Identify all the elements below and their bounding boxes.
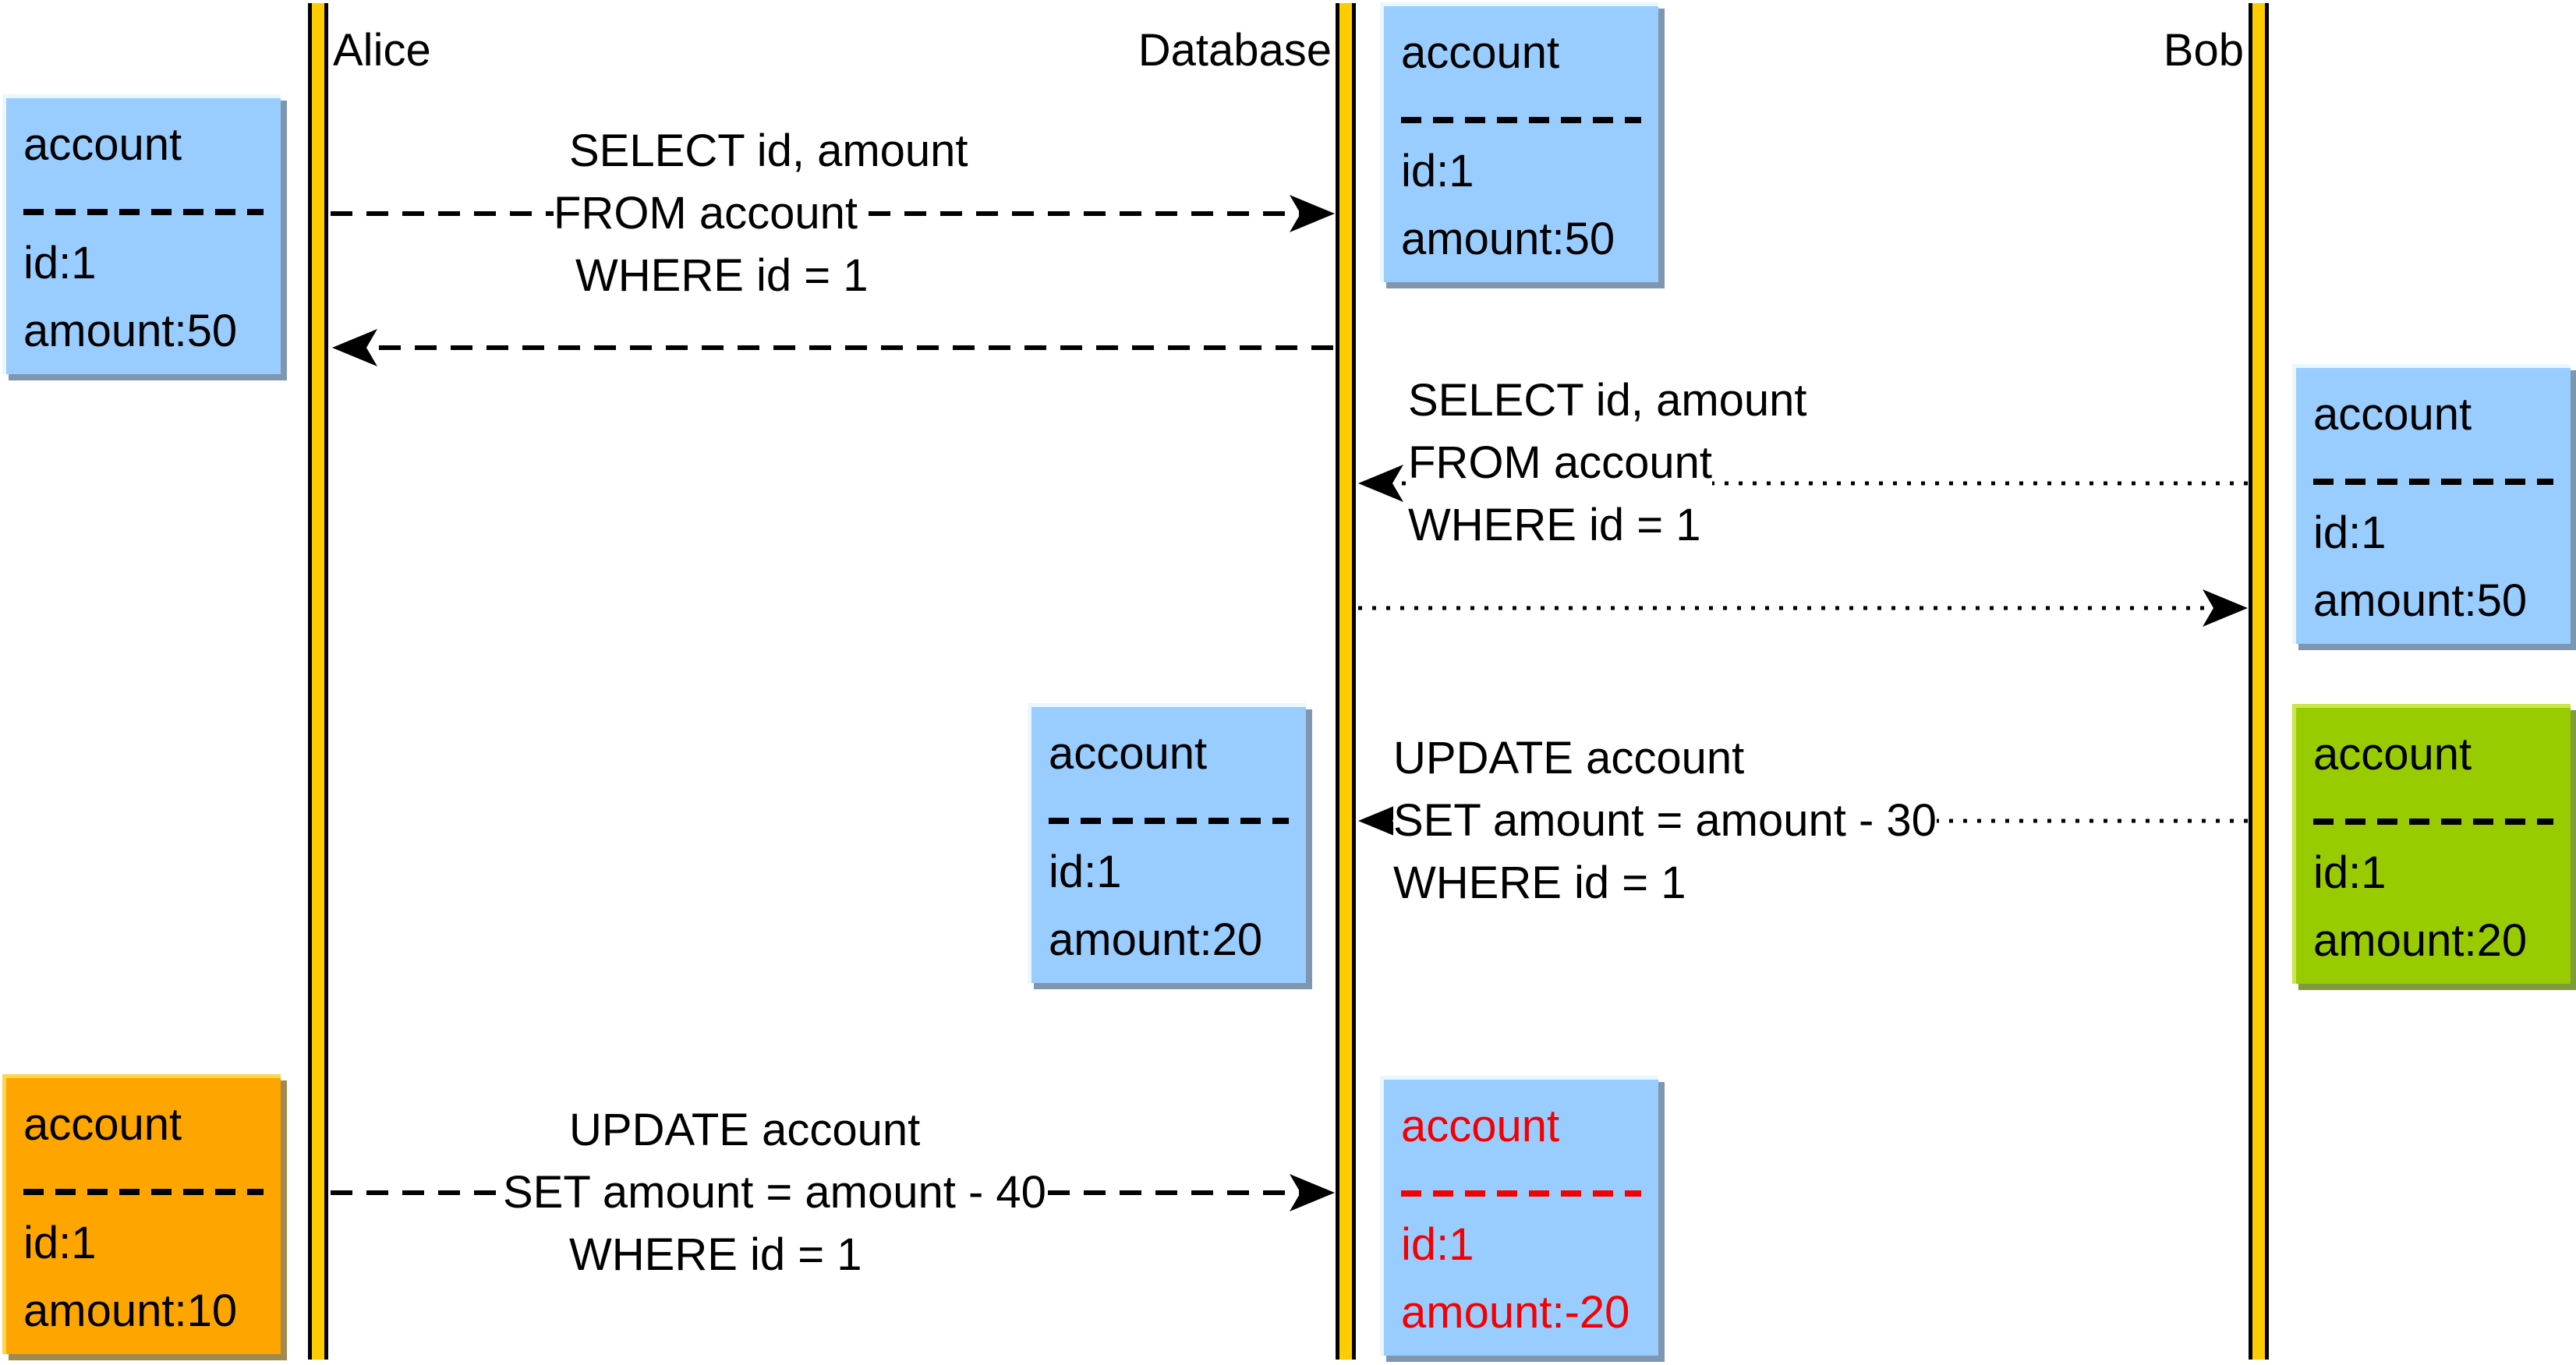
state-box-id-row: id:1 [1401,146,1474,196]
state-box-db-initial: account id:1 amount:50 [1380,2,1658,282]
state-box-divider [1401,1190,1641,1197]
state-box-amount-row: amount:50 [2313,575,2528,626]
message-bob-select: SELECT id, amount FROM account WHERE id … [1408,370,1807,557]
state-box-bob-after-update: account id:1 amount:20 [2292,704,2571,984]
arrow-bob-select [1358,465,2248,502]
arrow-db-reply-alice [332,329,1333,366]
state-box-id-row: id:1 [2313,507,2387,558]
message-line: SELECT id, amount [1408,370,1807,432]
state-box-amount-row: amount:-20 [1401,1287,1630,1338]
state-box-divider [23,1189,264,1195]
state-box-title: account [2313,729,2472,780]
arrow-bob-update [1358,802,2248,840]
message-line: FROM account [554,182,858,245]
state-box-id-row: id:1 [1401,1219,1474,1270]
lifeline-bob [2249,3,2269,1360]
state-box-alice-initial: account id:1 amount:50 [2,94,281,374]
state-box-divider [23,209,264,215]
message-line: FROM account [1408,432,1712,494]
state-box-id-row: id:1 [23,238,97,288]
state-box-db-after-bob: account id:1 amount:20 [1028,703,1306,983]
message-line: WHERE id = 1 [1393,852,1686,914]
message-bob-update: UPDATE account SET amount = amount - 30 … [1393,727,1937,914]
lifeline-alice [308,3,328,1360]
state-box-divider [1401,117,1641,123]
message-line: UPDATE account [1393,727,1745,790]
arrow-db-reply-bob [1358,589,2248,627]
state-box-db-final: account id:1 amount:-20 [1380,1076,1658,1356]
message-line: SELECT id, amount [569,120,968,182]
state-box-title: account [1401,1101,1560,1151]
state-box-title: account [23,119,182,170]
message-line: SET amount = amount - 30 [1393,790,1937,852]
message-alice-select: SELECT id, amount FROM account WHERE id … [554,120,968,307]
message-line: SET amount = amount - 40 [503,1162,1046,1224]
actor-label-bob: Bob [2163,25,2244,76]
message-line: WHERE id = 1 [1408,494,1701,557]
state-box-alice-final: account id:1 amount:10 [2,1074,281,1354]
message-line: WHERE id = 1 [569,1224,862,1286]
state-box-divider [2313,479,2553,485]
state-box-title: account [1401,27,1560,78]
lifeline-database [1336,3,1356,1360]
state-box-divider [1049,818,1289,824]
state-box-amount-row: amount:20 [2313,915,2528,966]
actor-label-alice: Alice [333,25,431,76]
state-box-id-row: id:1 [23,1218,97,1268]
state-box-amount-row: amount:10 [23,1285,238,1336]
state-box-bob-initial: account id:1 amount:50 [2292,364,2571,644]
state-box-title: account [23,1099,182,1150]
state-box-title: account [1049,728,1208,779]
state-box-id-row: id:1 [2313,847,2387,898]
message-line: UPDATE account [569,1099,921,1162]
actor-label-database: Database [1138,25,1332,76]
message-alice-update: UPDATE account SET amount = amount - 40 … [503,1099,1046,1286]
message-line: WHERE id = 1 [575,245,869,307]
state-box-divider [2313,819,2553,825]
state-box-title: account [2313,389,2472,440]
state-box-amount-row: amount:20 [1049,914,1263,965]
state-box-amount-row: amount:50 [1401,214,1615,264]
state-box-id-row: id:1 [1049,847,1122,897]
state-box-amount-row: amount:50 [23,306,238,356]
